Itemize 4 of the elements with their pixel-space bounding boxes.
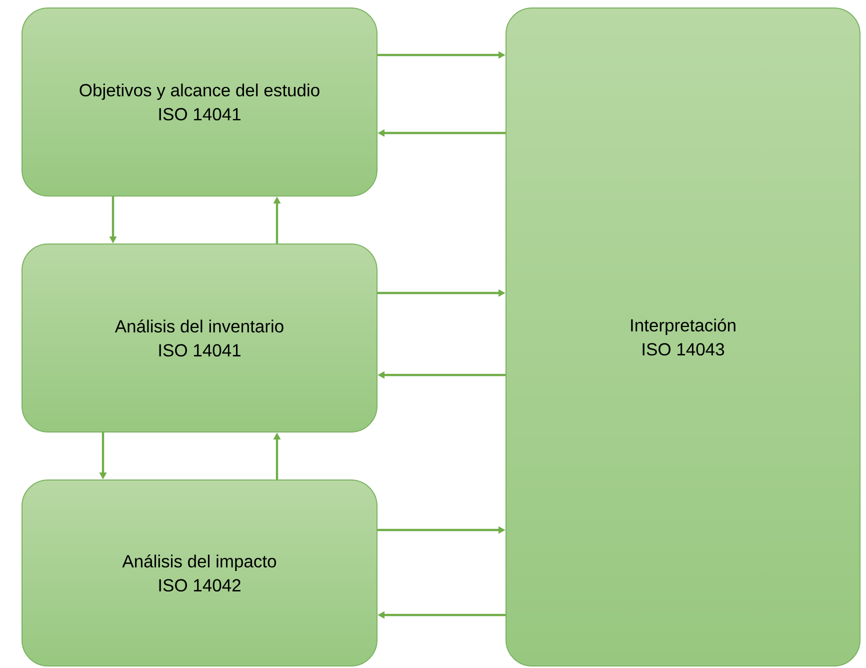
process-box: Análisis del inventario ISO 14041 [22, 244, 378, 432]
process-box: Análisis del impacto ISO 14042 [22, 480, 378, 666]
process-box: Interpretación ISO 14043 [506, 8, 860, 666]
process-box: Objetivos y alcance del estudio ISO 14041 [22, 8, 378, 196]
